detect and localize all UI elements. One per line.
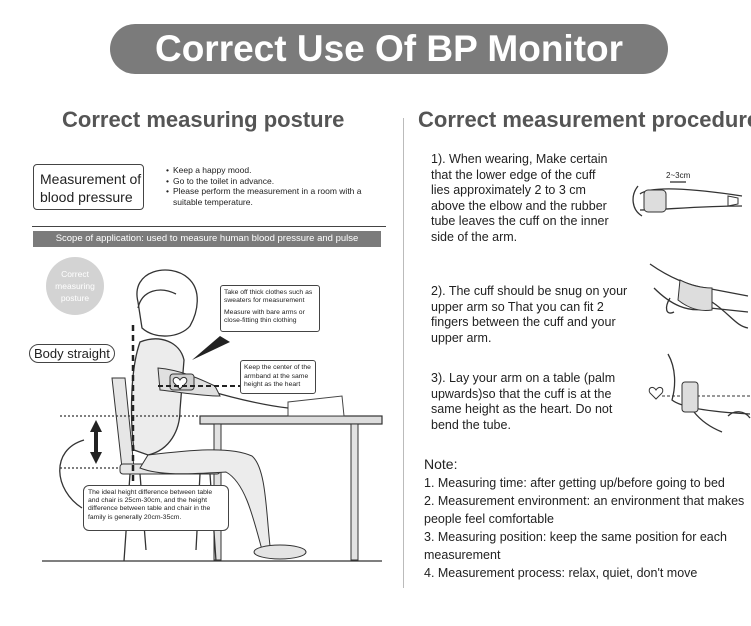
tip-item: Please perform the measurement in a room… [166,186,383,207]
fingers-and-tube [665,297,749,329]
cuff-fit-illustration [649,263,749,329]
tip-item: Keep a happy mood. [166,165,383,176]
note-item: 3. Measuring position: keep the same pos… [424,530,727,562]
slipper [253,544,307,560]
procedure-step-1: 1). When wearing, Make certain that the … [431,152,609,244]
table-leg [350,423,359,561]
rotation-arrow [632,185,643,217]
heart-icon [648,386,664,400]
height-callout-curve [59,439,85,509]
page-title: Correct Use Of BP Monitor [110,24,668,74]
clothing-callout: Take off thick clothes such as sweaters … [220,285,320,332]
procedure-heading: Correct measurement procedure [418,107,751,132]
column-divider [403,118,404,588]
hair [137,289,177,309]
posture-badge: Correct measuring posture [46,257,104,315]
procedure-step-3: 3). Lay your arm on a table (palm upward… [431,371,616,432]
note-item: 4. Measurement process: relax, quiet, do… [424,566,698,580]
head [136,269,198,337]
scope-banner: Scope of application: used to measure hu… [33,231,381,247]
heart-icon [172,376,188,390]
body-outline [667,353,751,415]
section-rule [32,226,386,227]
height-arrow [90,420,102,464]
height-difference-callout: The ideal height difference between tabl… [83,485,229,531]
tip-item: Go to the toilet in advance. [166,176,383,187]
heart-level-callout: Keep the center of the armband at the sa… [240,360,316,394]
arm-on-table-illustration [648,353,751,433]
procedure-step-2: 2). The cuff should be snug on your uppe… [431,284,628,345]
posture-heading: Correct measuring posture [62,107,345,132]
hand [727,195,739,207]
note-item: 2. Measurement environment: an environme… [424,494,745,526]
note-label: Note: [424,456,458,472]
monitor-device [287,395,345,417]
chair-back [111,377,135,469]
arm-cuff [643,189,667,213]
torso [130,338,185,456]
distance-label: 2~3cm [666,171,691,180]
tips-list: Keep a happy mood. Go to the toilet in a… [166,165,383,207]
posture-illustration [42,269,383,562]
arm-cuff [677,279,713,311]
note-item: 1. Measuring time: after getting up/befo… [424,476,725,490]
cuff-position-illustration: 2~3cm [632,171,743,217]
tube-and-hand [693,411,751,433]
arm-cuff [681,381,699,413]
body-straight-label: Body straight [29,344,115,363]
table-top [199,415,383,425]
measurement-box: Measurement of blood pressure [33,164,144,210]
callout-pointer [192,336,230,360]
